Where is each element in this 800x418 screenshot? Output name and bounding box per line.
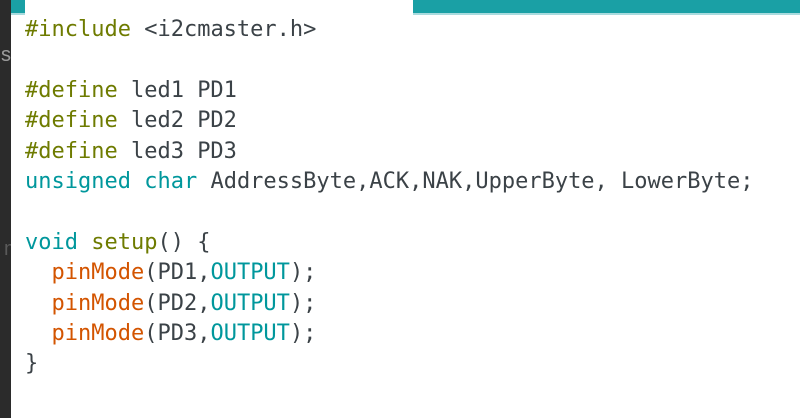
code-line: pinMode(PD2,OUTPUT);	[51, 290, 317, 316]
background-window-edge: s m	[0, 0, 11, 418]
code-line: void setup() {	[25, 229, 211, 255]
tab-bar-left-stub	[11, 0, 25, 15]
code-lines: #include <i2cmaster.h> #define led1 PD1 #d…	[25, 15, 800, 380]
code-line	[25, 45, 800, 75]
code-line: }	[25, 351, 39, 377]
clipped-letter-s: s	[1, 44, 11, 66]
code-line	[25, 197, 800, 227]
clipped-letter-m: m	[4, 239, 11, 259]
tab-bar-right-segment	[413, 0, 800, 15]
code-line: #include <i2cmaster.h>	[25, 17, 317, 42]
code-line: #define led2 PD2	[25, 108, 237, 134]
code-line: pinMode(PD3,OUTPUT);	[51, 321, 317, 347]
code-line: #define led3 PD3	[25, 138, 237, 164]
code-editor[interactable]: #include <i2cmaster.h> #define led1 PD1 #d…	[25, 15, 800, 418]
code-line: #define led1 PD1	[25, 77, 237, 103]
code-line: unsigned char AddressByte,ACK,NAK,UpperB…	[25, 169, 754, 195]
code-line: pinMode(PD1,OUTPUT);	[51, 260, 317, 286]
